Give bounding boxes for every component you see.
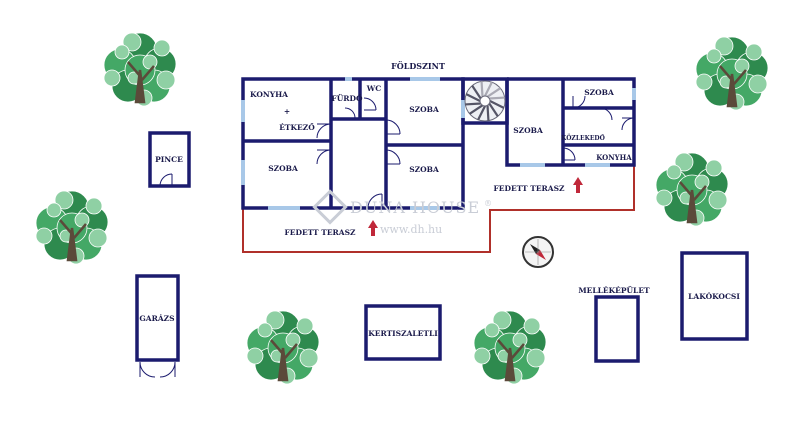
mellekepulet-box xyxy=(594,295,640,363)
room-label-kozlekedo: KÖZLEKEDŐ xyxy=(561,135,605,142)
terrace-label-2: FEDETT TERASZ xyxy=(284,228,356,237)
watermark-brand: DUNA HOUSE xyxy=(350,198,480,217)
tree-icon xyxy=(655,152,729,227)
watermark-url: www.dh.hu xyxy=(380,223,442,236)
door-swings xyxy=(316,95,635,209)
labels: FÖLDSZINT KONYHA + ÉTKEZŐ FÜRDŐ WC SZOBA… xyxy=(139,61,740,338)
garazs-box xyxy=(135,274,180,362)
tree-icon xyxy=(473,310,547,385)
terrace-label-1: FEDETT TERASZ xyxy=(493,184,565,193)
outbuildings xyxy=(135,131,749,363)
room-label-szoba-3: SZOBA xyxy=(409,165,439,174)
tree-icon xyxy=(246,310,320,385)
spiral-stair-icon xyxy=(464,80,506,122)
room-label-etkezo: ÉTKEZŐ xyxy=(279,123,315,132)
tree-icon xyxy=(695,36,769,111)
room-label-konyha-2: KONYHA xyxy=(596,153,632,162)
room-label-szoba-5: SZOBA xyxy=(584,88,614,97)
room-label-szoba-4: SZOBA xyxy=(513,126,543,135)
lakokocsi-box xyxy=(680,251,749,341)
room-label-szoba-2: SZOBA xyxy=(268,164,298,173)
room-label-szoba-1: SZOBA xyxy=(409,105,439,114)
terrace-outline xyxy=(242,165,635,253)
room-label-plus: + xyxy=(284,107,290,116)
label-pince: PINCE xyxy=(155,155,183,164)
watermark-registered: ® xyxy=(484,199,492,208)
label-mellekepulet: MELLÉKÉPÜLET xyxy=(578,286,650,295)
outbuilding-doors xyxy=(139,173,176,378)
entrance-arrow-icon xyxy=(573,177,583,193)
kertiszaletli-box xyxy=(364,304,442,361)
pince-box xyxy=(148,131,191,188)
windows xyxy=(241,77,636,210)
label-lakokocsi: LAKÓKOCSI xyxy=(688,292,740,301)
entrance-arrow-icon xyxy=(368,220,378,236)
room-label-wc: WC xyxy=(366,84,381,93)
tree-icon xyxy=(103,32,177,107)
house-walls xyxy=(241,77,636,210)
tree-icon xyxy=(35,190,109,265)
room-label-furdo: FÜRDŐ xyxy=(331,94,363,103)
room-label-konyha: KONYHA xyxy=(250,90,288,99)
plan-title: FÖLDSZINT xyxy=(391,61,445,71)
compass-icon xyxy=(522,236,554,268)
watermark: DUNA HOUSE ® www.dh.hu xyxy=(312,189,492,236)
label-garazs: GARÁZS xyxy=(139,314,174,323)
label-kertiszaletli: KERTISZALETLI xyxy=(368,329,438,338)
